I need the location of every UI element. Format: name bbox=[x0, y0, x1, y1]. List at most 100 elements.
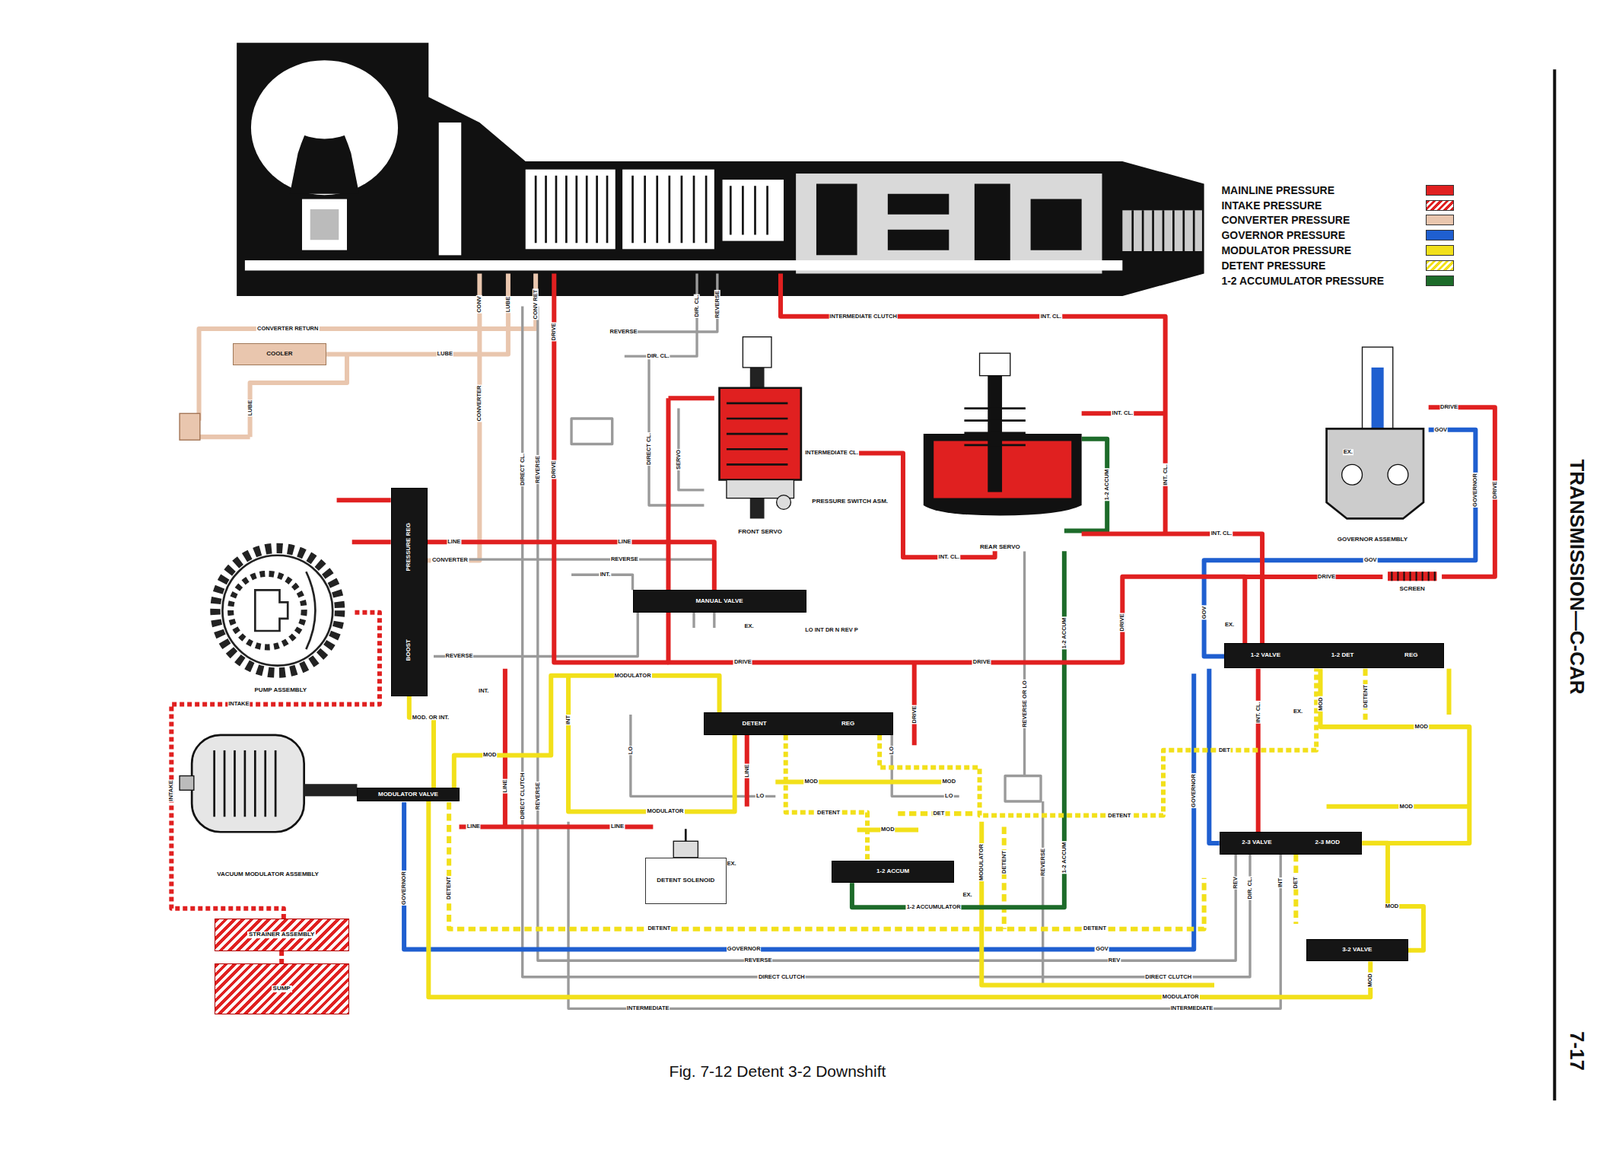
passage-label: CONV bbox=[477, 295, 484, 314]
passage-label: INTERMEDIATE CL. bbox=[804, 450, 859, 457]
passage-label: REVERSE bbox=[610, 556, 640, 563]
transmission-case bbox=[525, 169, 616, 250]
governor-passages bbox=[403, 668, 1220, 950]
detent-passages bbox=[897, 811, 975, 816]
legend-swatch bbox=[1425, 275, 1454, 287]
passage-label: INT. bbox=[599, 571, 611, 578]
passage-label: GOV bbox=[1433, 426, 1448, 433]
legend-row: 1-2 ACCUMULATOR PRESSURE bbox=[1221, 275, 1457, 288]
passage-label: EX. bbox=[726, 860, 738, 867]
pump-gear bbox=[230, 573, 305, 648]
pump-gear bbox=[254, 589, 288, 631]
passage-label: 1-2 ACCUM bbox=[1061, 616, 1068, 649]
passage-label: 1-2 ACCUM bbox=[1103, 468, 1111, 502]
passage-label: INT. CL. bbox=[938, 554, 961, 561]
passage-label: DRIVE bbox=[551, 321, 558, 341]
cooler-box: COOLER bbox=[232, 343, 327, 366]
passage-label: DRIVE bbox=[551, 459, 558, 479]
passage-label: EX. bbox=[743, 623, 754, 630]
passage-label: REVERSE bbox=[609, 328, 639, 335]
accumulator-valve: 1-2 ACCUM bbox=[831, 860, 955, 884]
passage-label: LINE bbox=[610, 823, 625, 831]
modulator-passages bbox=[1446, 668, 1451, 715]
right-page-rule bbox=[1552, 69, 1556, 1101]
passage-label: MOD bbox=[941, 779, 958, 786]
passage-label: INTERMEDIATE bbox=[1170, 1005, 1215, 1012]
governor-drawing bbox=[1326, 428, 1424, 519]
passage-label: GOV bbox=[1201, 604, 1208, 620]
transmission-case bbox=[244, 260, 1123, 271]
fluid-passage bbox=[785, 734, 868, 861]
unused-passages bbox=[433, 557, 715, 560]
passage-label: 1-2 ACCUMULATOR bbox=[906, 904, 962, 911]
governor-drawing bbox=[1387, 464, 1409, 485]
unused-passages bbox=[648, 356, 704, 506]
component-name: BOOST bbox=[403, 639, 414, 661]
passage-label: INT. CL. bbox=[1210, 531, 1234, 538]
passage-label: MOD bbox=[880, 827, 896, 834]
passage-label: REVERSE bbox=[714, 289, 721, 319]
unused-passages bbox=[433, 273, 1281, 1009]
fluid-passage bbox=[428, 801, 1371, 998]
passage-label: GOVERNOR bbox=[1190, 773, 1197, 809]
passage-label: INT. CL. bbox=[1255, 700, 1262, 724]
component-name: REG bbox=[1402, 652, 1419, 659]
component-name: PUMP ASSEMBLY bbox=[253, 687, 309, 694]
passage-label: MODULATOR bbox=[1161, 994, 1200, 1001]
transmission-case bbox=[730, 185, 767, 235]
shift-valve: 2-3 VALVE2-3 MOD bbox=[1219, 831, 1363, 855]
passage-label: DETENT bbox=[1082, 925, 1107, 933]
pump-gear bbox=[222, 555, 333, 666]
detent-solenoid-drawing bbox=[673, 840, 698, 857]
component-name: GOVERNOR ASSEMBLY bbox=[1335, 536, 1410, 544]
passage-label: CONVERTER RETURN bbox=[256, 325, 319, 332]
passage-label: DRIVE bbox=[1491, 480, 1499, 500]
front-servo-drawing bbox=[726, 403, 788, 465]
transmission-case bbox=[795, 173, 1102, 274]
passage-label: GOV bbox=[1094, 946, 1110, 953]
transmission-case bbox=[236, 42, 1204, 296]
pressure-switch: PRESSURE SWITCH ASM. bbox=[804, 487, 897, 517]
passage-label: DIRECT CLUTCH bbox=[757, 973, 806, 980]
converter-passages bbox=[194, 434, 251, 439]
governor-assembly: GOVERNOR ASSEMBLY bbox=[1316, 346, 1429, 544]
passage-label: EX. bbox=[1292, 708, 1304, 715]
passage-label: INT bbox=[1277, 877, 1284, 888]
screen-mesh bbox=[1391, 571, 1435, 581]
passage-label: GOV bbox=[1363, 557, 1378, 564]
passage-label: REV bbox=[1107, 957, 1121, 964]
passage-label: MOD bbox=[1414, 723, 1430, 730]
passage-label: DETENT bbox=[816, 809, 841, 816]
rear-servo: REAR SERVO bbox=[918, 352, 1082, 552]
figure-caption: Fig. 7-12 Detent 3-2 Downshift bbox=[669, 1062, 887, 1081]
fluid-passage bbox=[352, 539, 392, 544]
passage-label: MOD. OR INT. bbox=[411, 714, 450, 721]
passage-label: MOD bbox=[1317, 696, 1324, 713]
legend-text: CONVERTER PRESSURE bbox=[1221, 214, 1350, 226]
fluid-passage bbox=[409, 696, 434, 789]
shift-valve: 1-2 VALVE1-2 DETREG bbox=[1224, 642, 1444, 669]
component-name: REG bbox=[839, 720, 856, 728]
pump-assembly: PUMP ASSEMBLY bbox=[209, 538, 353, 694]
pressure-regulator-valve: PRESSURE REGBOOST bbox=[391, 487, 428, 697]
screen-mesh bbox=[1387, 571, 1437, 581]
fluid-passage bbox=[171, 612, 380, 919]
passage-label: LINE bbox=[502, 778, 509, 793]
legend-row: CONVERTER PRESSURE bbox=[1221, 214, 1457, 227]
modulator-passages bbox=[1320, 668, 1470, 843]
cooler-fitting bbox=[179, 413, 201, 440]
legend-text: 1-2 ACCUMULATOR PRESSURE bbox=[1221, 275, 1384, 287]
unused-passages bbox=[433, 612, 638, 657]
passage-label: REVERSE bbox=[534, 454, 541, 484]
passage-label: LO bbox=[888, 745, 895, 755]
vacuum-modulator-drawing bbox=[191, 734, 305, 832]
modulator-passages bbox=[981, 821, 1215, 986]
passage-label: DETENT bbox=[1001, 849, 1008, 875]
mainline-passages bbox=[780, 273, 1166, 535]
passage-label: REVERSE bbox=[1040, 847, 1047, 877]
passage-label: EX. bbox=[1342, 448, 1354, 455]
detent-solenoid-drawing bbox=[673, 828, 698, 858]
passage-label: DIRECT CLUTCH bbox=[1144, 973, 1193, 980]
rear-servo-drawing bbox=[923, 353, 1082, 516]
vacuum-modulator-assembly: VACUUM MODULATOR ASSEMBLY bbox=[183, 714, 352, 878]
